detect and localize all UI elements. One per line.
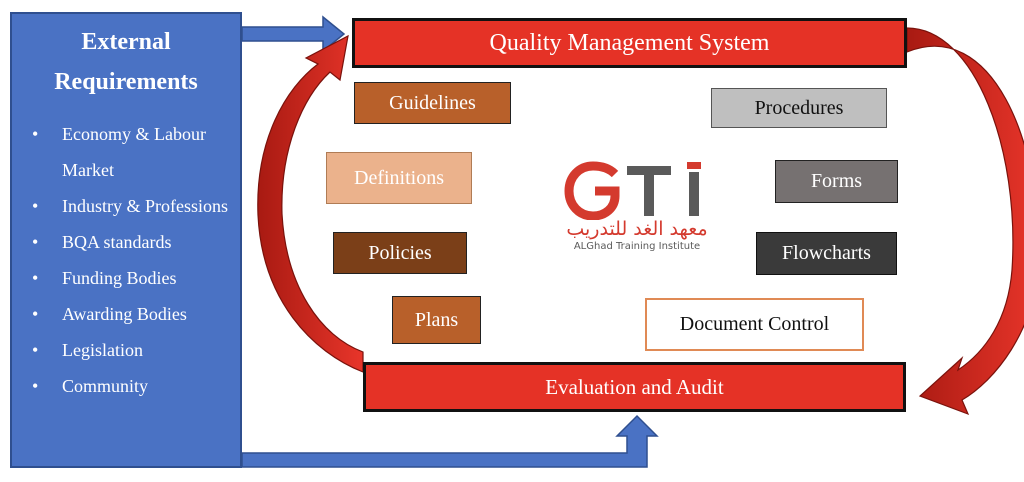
procedures-box: Procedures [711,88,887,128]
arrow-external-to-evaluation [241,414,659,468]
gti-letters-icon [564,161,701,220]
external-requirements-title: External Requirements [12,22,240,102]
arrow-external-to-qms [241,15,346,53]
arrow-qms-to-evaluation [906,27,1024,416]
gti-logo: معهد الغد للتدريب ALGhad Training Instit… [563,160,713,260]
external-requirements-panel: External Requirements Economy & Labour M… [10,12,242,468]
list-item: Funding Bodies [12,260,240,296]
guidelines-box: Guidelines [354,82,511,124]
list-item: Community [12,368,240,404]
list-item: Economy & Labour Market [12,116,240,188]
quality-management-system-bar: Quality Management System [352,18,907,68]
logo-english-text: ALGhad Training Institute [573,241,701,252]
evaluation-audit-bar: Evaluation and Audit [363,362,906,412]
flowcharts-box: Flowcharts [756,232,897,275]
definitions-box: Definitions [326,152,472,204]
forms-box: Forms [775,160,898,203]
policies-box: Policies [333,232,467,274]
requirements-list: Economy & Labour Market Industry & Profe… [12,116,240,404]
plans-box: Plans [392,296,481,344]
logo-arabic-text: معهد الغد للتدريب [566,218,708,240]
arrow-evaluation-to-qms [257,34,364,373]
list-item: Industry & Professions [12,188,240,224]
title-line-2: Requirements [54,69,198,95]
list-item: Legislation [12,332,240,368]
list-item: BQA standards [12,224,240,260]
document-control-box: Document Control [645,298,864,351]
title-line-1: External [81,29,171,55]
list-item: Awarding Bodies [12,296,240,332]
